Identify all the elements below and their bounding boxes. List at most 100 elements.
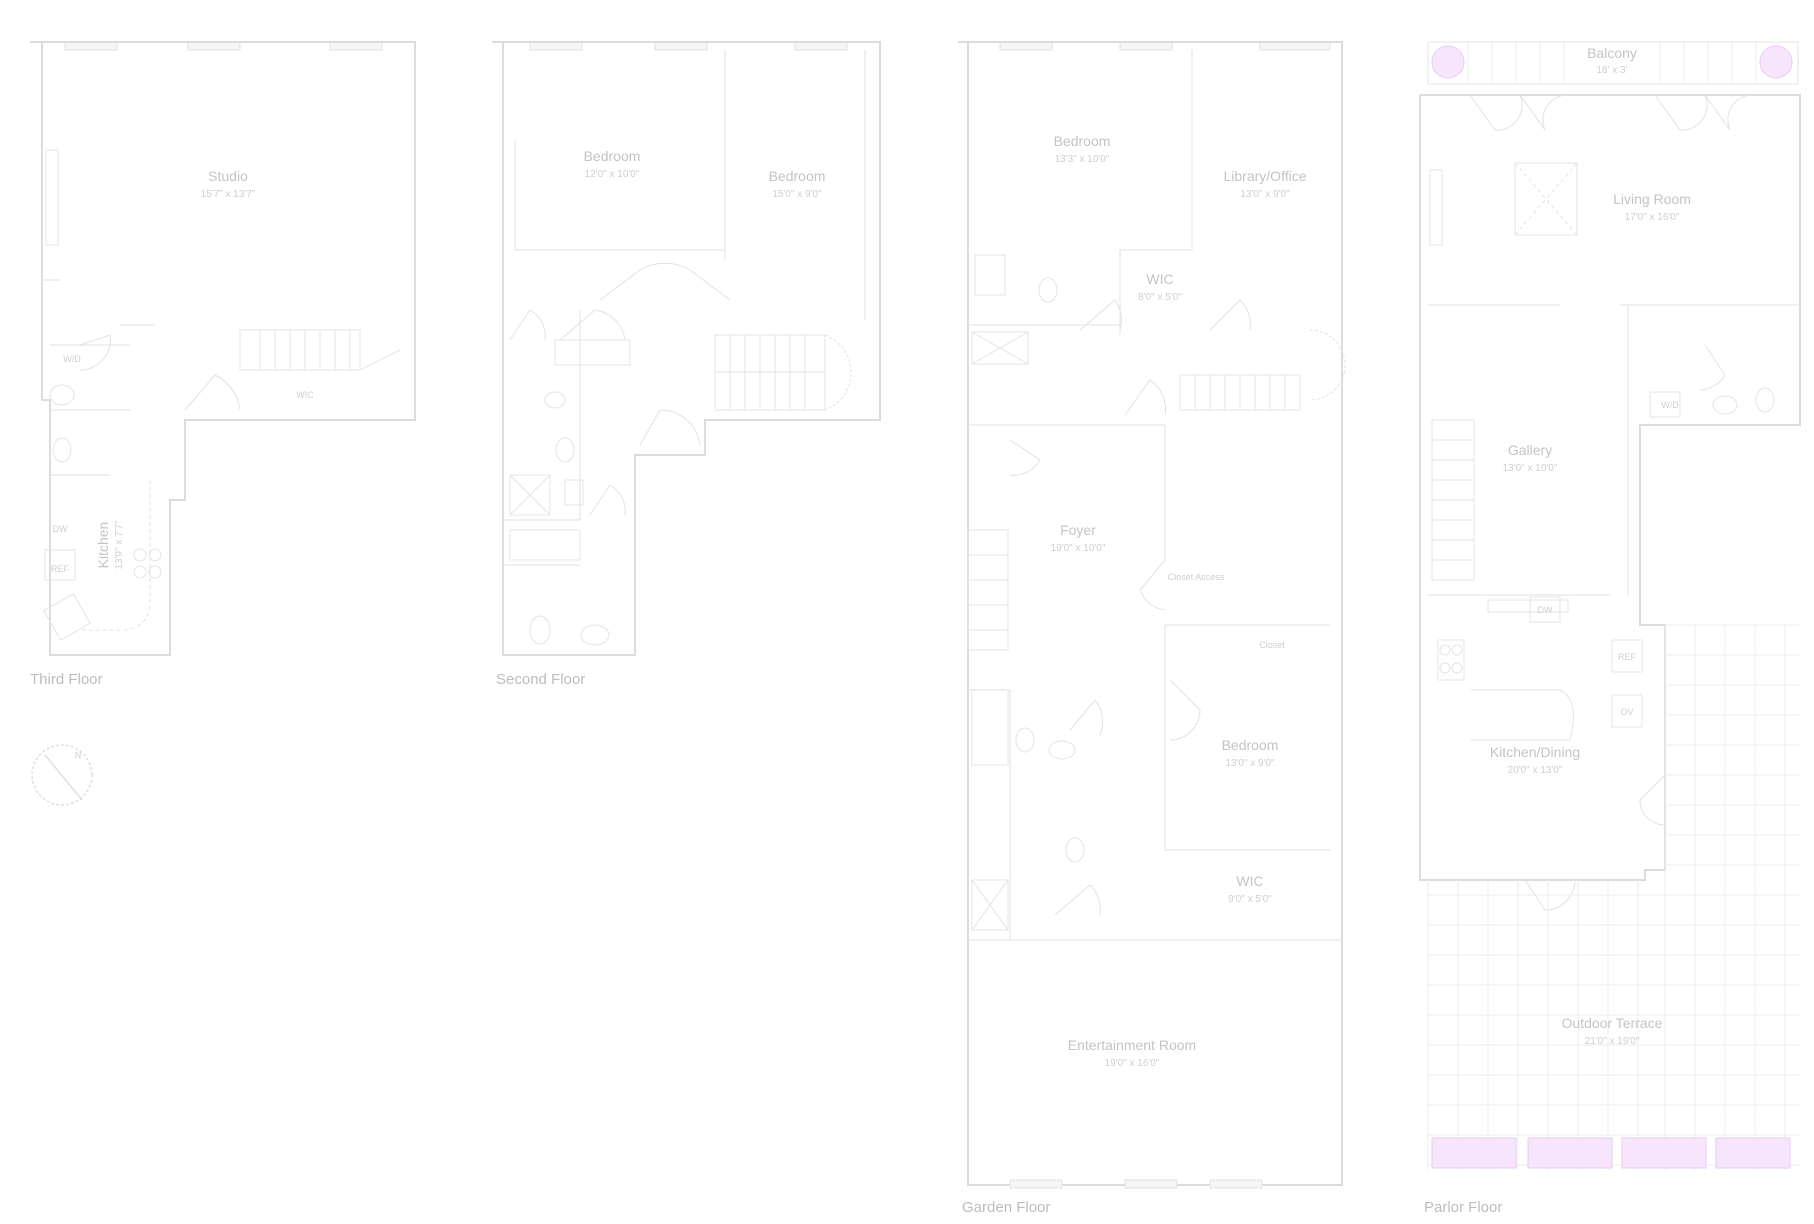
door-swing [1054, 884, 1101, 916]
dishwasher [1529, 596, 1561, 623]
burner [1439, 662, 1451, 674]
ref-label: REF [51, 564, 70, 574]
flower-planter [1759, 45, 1793, 79]
fireplace [1429, 169, 1443, 246]
vanity [974, 254, 1006, 296]
shower [971, 331, 1029, 365]
door-swing [589, 484, 626, 516]
ref-label: REF [1618, 652, 1637, 662]
refrigerator [1611, 639, 1643, 673]
sink [1712, 395, 1738, 415]
toilet [1065, 837, 1085, 863]
toilet [1038, 277, 1058, 303]
counter-outline [80, 480, 151, 631]
room-dims-gallery: 13'0" x 10'0" [1503, 463, 1558, 474]
kitchen-island [1470, 689, 1574, 741]
closet-label: Closet [1259, 640, 1285, 650]
room-dims-studio: 15'7" x 13'7" [201, 189, 256, 200]
door-swing [1079, 299, 1122, 331]
staircase [714, 334, 852, 411]
window [794, 41, 848, 51]
room-dims-library-office: 13'0" x 9'0" [1240, 189, 1290, 200]
room-name-wic: WIC [1236, 873, 1263, 889]
staircase [967, 374, 1301, 651]
staircase [1431, 419, 1475, 581]
window [187, 41, 241, 51]
parlor-floor-plan: W/D DW REF OV Balcony 18' x 3' Living Ro… [1419, 41, 1801, 1216]
balcony-grid [1467, 42, 1757, 84]
third-floor-walls [30, 41, 416, 656]
door-swing [509, 309, 546, 341]
room-dims-living-room: 17'0" x 16'0" [1625, 212, 1680, 223]
sink [580, 624, 610, 646]
room-name-wic: WIC [1146, 271, 1173, 287]
flower-planter [1527, 1137, 1613, 1169]
room-dims-foyer: 19'0" x 10'0" [1051, 543, 1106, 554]
room-name-outdoor-terrace: Outdoor Terrace [1562, 1015, 1663, 1031]
sink [52, 437, 72, 463]
window [1119, 41, 1173, 51]
room-name-kitchen-dining: Kitchen/Dining [1490, 744, 1580, 760]
staircase [239, 329, 401, 371]
tub [971, 689, 1009, 766]
door-swing [1139, 559, 1166, 611]
room-name-gallery: Gallery [1508, 442, 1552, 458]
room-name-bedroom: Bedroom [1054, 133, 1111, 149]
room-dims-bedroom: 13'0" x 9'0" [1225, 758, 1275, 769]
garden-floor-walls [958, 41, 1343, 1186]
toilet [1015, 727, 1035, 753]
door-swing [1169, 679, 1201, 741]
shower [509, 474, 551, 516]
door-swing [1069, 699, 1104, 736]
window [999, 41, 1053, 51]
room-dims-bedroom: 15'0" x 9'0" [772, 189, 822, 200]
room-name-bedroom: Bedroom [769, 168, 826, 184]
window [529, 41, 583, 51]
door-swing [1124, 379, 1166, 416]
counter [1487, 599, 1569, 613]
door-swing [1524, 879, 1576, 911]
floor-label-third: Third Floor [30, 671, 103, 688]
door-swing [79, 334, 111, 371]
terrace-tile-grid [1427, 624, 1800, 1170]
toilet [529, 615, 551, 645]
door-swing [1009, 439, 1041, 476]
flower-planter [1431, 1137, 1517, 1169]
burner [133, 565, 147, 579]
burner [148, 548, 162, 562]
toilet [555, 437, 575, 463]
table [43, 593, 91, 641]
french-door-swing [1654, 94, 1756, 131]
door-swing [559, 309, 626, 341]
room-dims-bedroom: 13'3" x 10'0" [1055, 154, 1110, 165]
door-swing [184, 374, 241, 411]
shower [971, 879, 1009, 931]
closet-access-label: Closet Access [1168, 572, 1225, 582]
compass-icon: N [31, 744, 93, 806]
wic-label: WIC [296, 390, 314, 400]
double-door-swing [599, 262, 731, 301]
stove [44, 549, 76, 581]
room-name-entertainment-room: Entertainment Room [1068, 1037, 1196, 1053]
room-dims-kitchen: 13'9" x 7'7" [114, 520, 125, 570]
room-name-kitchen: Kitchen [95, 522, 111, 569]
compass-north-label: N [75, 750, 82, 760]
window [1259, 41, 1331, 51]
third-floor-plan: W/D DW REF WIC Studio 15'7" x 13'7" Kitc… [30, 41, 416, 806]
room-dims-kitchen-dining: 20'0" x 13'0" [1508, 765, 1563, 776]
wd-label: W/D [63, 354, 81, 364]
window [1009, 1179, 1063, 1189]
floor-label-second: Second Floor [496, 671, 585, 688]
oven [1611, 694, 1643, 728]
burner [148, 565, 162, 579]
second-floor-walls [492, 41, 881, 656]
room-name-studio: Studio [208, 168, 248, 184]
window [654, 41, 708, 51]
door-swing [1699, 344, 1726, 391]
tub [509, 529, 581, 561]
cooktop [1437, 639, 1465, 681]
toilet [1755, 387, 1775, 413]
floor-label-parlor: Parlor Floor [1424, 1199, 1502, 1216]
burner [1451, 662, 1463, 674]
toilet [49, 384, 75, 406]
